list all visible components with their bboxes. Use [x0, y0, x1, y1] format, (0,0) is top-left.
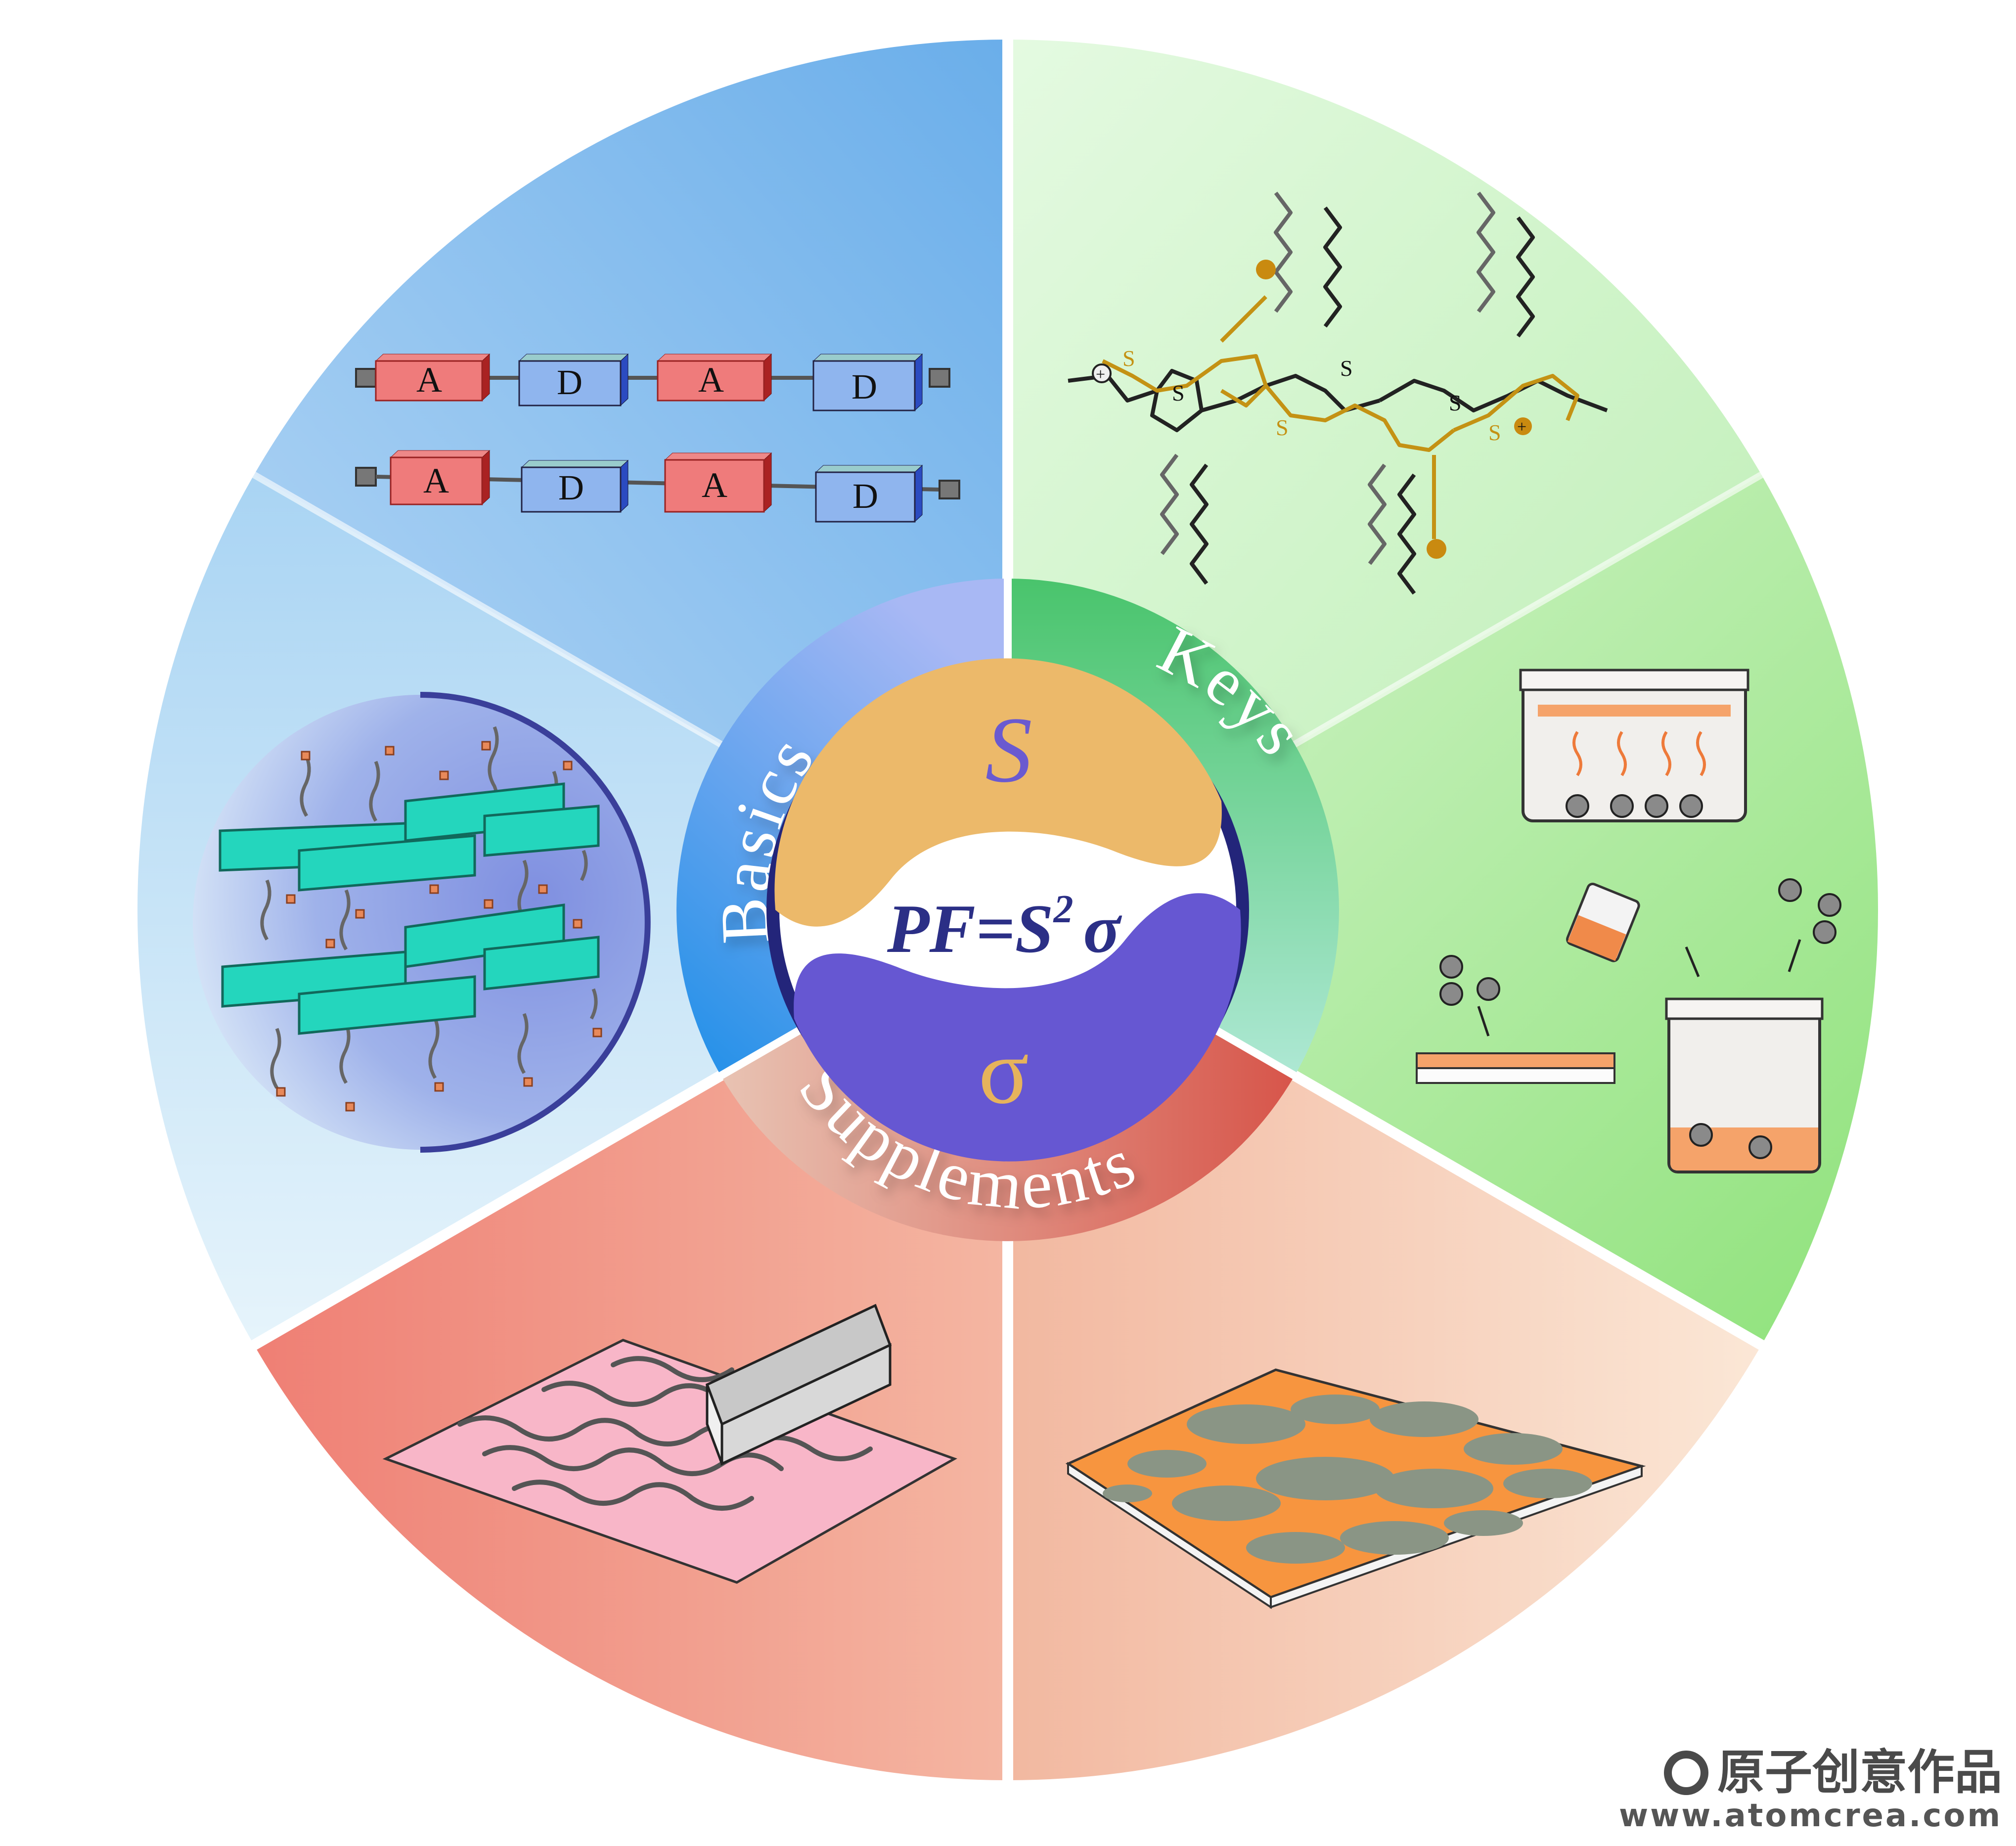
chain-row-1: A D A D — [355, 353, 950, 411]
svg-text:D: D — [558, 468, 584, 507]
svg-text:+: + — [1096, 365, 1105, 384]
svg-text:D: D — [852, 476, 878, 516]
composite-film — [1065, 1368, 1646, 1609]
svg-text:S: S — [1488, 420, 1501, 445]
watermark-brand: 原子创意作品 — [1619, 1748, 2002, 1798]
block-a: A — [375, 353, 491, 402]
block-d: D — [518, 353, 629, 406]
svg-text:S: S — [1449, 390, 1462, 415]
svg-text:A: A — [698, 360, 724, 400]
dip-doping — [1416, 878, 1841, 1173]
svg-text:S: S — [1340, 356, 1353, 381]
watermark-url: www.atomcrea.com — [1618, 1798, 2002, 1834]
backbone-gold — [1102, 295, 1579, 539]
vapor-chamber — [1519, 669, 1749, 822]
block-a: A — [664, 452, 772, 513]
symbol-s: S — [986, 698, 1032, 802]
blade-coating — [382, 1304, 957, 1584]
atom-logo-icon — [1664, 1750, 1708, 1795]
svg-text:A: A — [702, 465, 727, 505]
svg-text:A: A — [416, 360, 442, 400]
charges — [1092, 260, 1532, 559]
svg-text:D: D — [557, 362, 582, 402]
chain-row-2: A D A D — [355, 450, 960, 523]
block-a: A — [657, 353, 772, 402]
polymer-molecule: S S S S S S + + — [1068, 191, 1608, 595]
purple-lobe — [794, 893, 1241, 1162]
lamellar-sphere — [193, 692, 651, 1153]
svg-text:S: S — [1276, 415, 1289, 440]
svg-text:S: S — [1122, 346, 1135, 371]
symbol-sigma: σ — [979, 1020, 1029, 1124]
block-d: D — [815, 464, 923, 523]
svg-text:+: + — [1517, 418, 1526, 436]
block-d: D — [812, 353, 923, 411]
svg-text:A: A — [423, 461, 449, 500]
block-d: D — [521, 459, 629, 513]
sulfur-labels: S S S S S S + + — [1096, 346, 1526, 445]
gold-lobe — [774, 658, 1222, 927]
donor-acceptor-chains: A D A D — [355, 353, 960, 523]
watermark: 原子创意作品 www.atomcrea.com — [1619, 1748, 2002, 1834]
lamellae — [219, 782, 600, 1035]
alkyl-chains — [1190, 206, 1535, 595]
svg-text:D: D — [851, 367, 877, 406]
svg-text:S: S — [1172, 380, 1185, 405]
block-a: A — [390, 450, 491, 505]
alkyl-chains-grey — [1160, 191, 1495, 565]
watermark-brand-text: 原子创意作品 — [1717, 1745, 2002, 1801]
